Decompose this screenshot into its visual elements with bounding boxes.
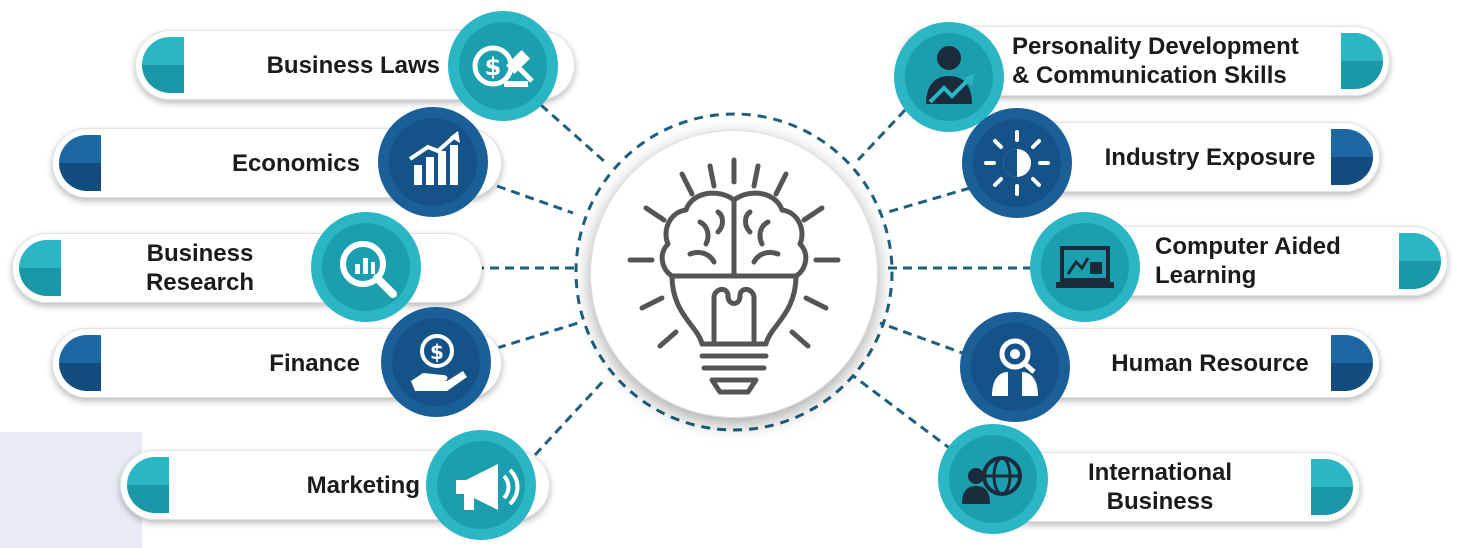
topic-icon-badge-economics (378, 107, 488, 217)
topic-label-line: Marketing (306, 471, 420, 499)
topic-label-line: Business Laws (266, 51, 440, 79)
topic-label-line: & Communication Skills (1012, 62, 1287, 89)
pill-cap (19, 240, 61, 296)
topic-label-line: Research (145, 269, 255, 296)
topic-icon-badge-industry-exposure (962, 108, 1072, 218)
connector-finance (496, 321, 579, 350)
hand-coin-icon: $ (411, 334, 467, 391)
person-growth-icon (926, 46, 974, 104)
topic-label-line: Business (146, 240, 254, 267)
topic-label-line: Learning (1155, 262, 1257, 289)
connector-marketing (533, 376, 608, 457)
topic-label-line: Personality Development (1012, 33, 1299, 60)
sun-gear-icon (984, 130, 1050, 196)
connector-personality-development (856, 108, 907, 162)
pill-cap (59, 335, 101, 391)
central-hub (590, 130, 878, 418)
connector-industry-exposure (887, 186, 971, 214)
topic-label-business-laws: Business Laws (230, 30, 440, 100)
magnifier-chart-icon (340, 241, 397, 298)
topic-label-finance: Finance (150, 328, 360, 398)
pill-cap (142, 37, 184, 93)
gavel-dollar-icon: $ (472, 45, 534, 87)
hub-dashed-ring (574, 112, 894, 432)
pill-cap (1399, 233, 1441, 289)
pill-cap (1331, 129, 1373, 185)
topic-label-economics: Economics (150, 128, 360, 198)
pill-cap (1341, 33, 1383, 89)
topic-label-marketing: Marketing (220, 450, 420, 520)
connector-human-resource (879, 321, 969, 357)
connector-economics (496, 184, 574, 215)
topic-label-line: Business (1106, 488, 1214, 515)
topic-label-line: Finance (269, 349, 360, 377)
topic-label-line: Computer Aided (1155, 233, 1341, 260)
topic-label-industry-exposure: Industry Exposure (1080, 122, 1340, 192)
topic-label-line: International (1087, 459, 1232, 486)
topic-icon-badge-personality-development (894, 22, 1004, 132)
pill-cap (127, 457, 169, 513)
topic-icon-badge-finance: $ (381, 307, 491, 417)
topic-icon-badge-human-resource (960, 312, 1070, 422)
topic-label-line: Industry Exposure (1104, 143, 1316, 171)
topic-icon-badge-business-laws: $ (448, 11, 558, 121)
topic-label-line: Human Resource (1111, 349, 1309, 377)
brain-lightbulb-icon (627, 157, 841, 395)
person-search-icon (992, 338, 1038, 396)
topic-label-line: Economics (231, 149, 360, 177)
background-panel (0, 432, 142, 548)
topic-label-personality-development: Personality Development& Communication S… (1012, 26, 1342, 96)
topic-label-human-resource: Human Resource (1080, 328, 1340, 398)
laptop-icon (1056, 246, 1114, 288)
topic-icon-badge-business-research (311, 212, 421, 322)
svg-text:$: $ (485, 53, 502, 81)
topic-icon-badge-computer-aided-learning (1030, 212, 1140, 322)
bar-chart-growth-icon (408, 131, 460, 185)
globe-people-icon (962, 456, 1022, 504)
pill-cap (1331, 335, 1373, 391)
megaphone-icon (456, 464, 520, 510)
pill-cap (59, 135, 101, 191)
connector-international-business (851, 373, 953, 452)
topic-icon-badge-international-business (938, 424, 1048, 534)
pill-cap (1311, 459, 1353, 515)
topic-icon-badge-marketing (426, 430, 536, 540)
svg-text:$: $ (430, 340, 444, 364)
